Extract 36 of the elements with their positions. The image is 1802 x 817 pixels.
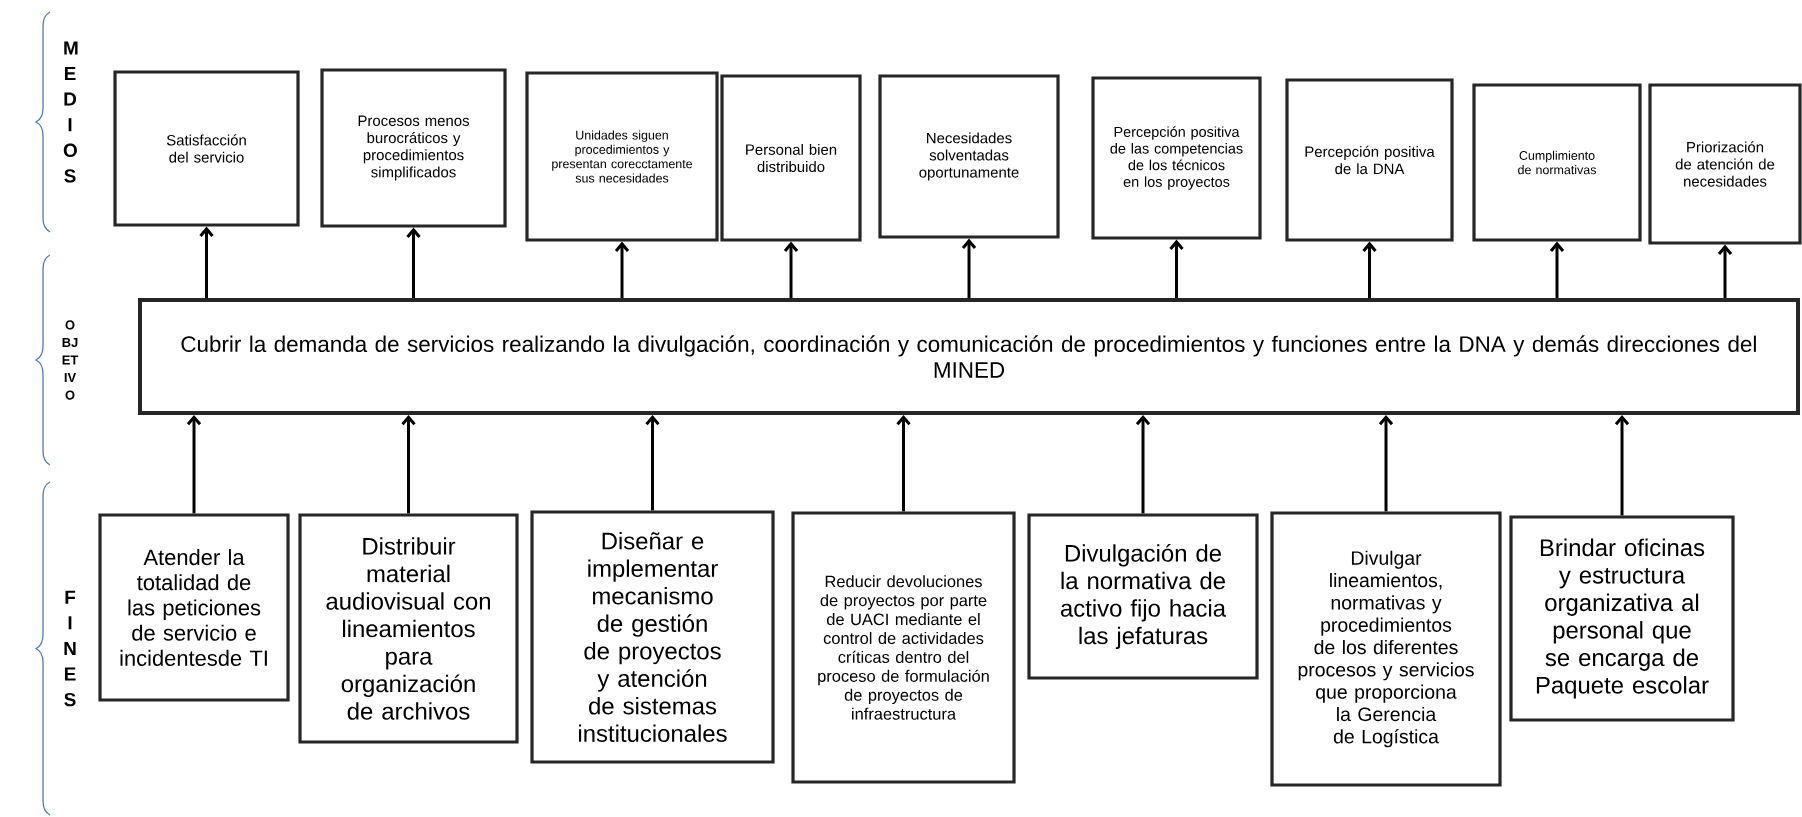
- text-box: Necesidades solventadas oportunamente: [878, 74, 1060, 239]
- arrow: [406, 227, 421, 298]
- section-label: F I N E S: [64, 590, 76, 707]
- text-box: Atender la totalidad de las peticiones de servicio e incidentesde TI: [98, 513, 290, 702]
- arrow: [645, 415, 660, 511]
- text-box: Distribuir material audiovisual con lineamientos para organización de archivos: [298, 513, 519, 744]
- text-box: Priorización de atención de necesidades: [1648, 83, 1802, 245]
- text-box: Cumplimiento de normativas: [1472, 83, 1642, 242]
- section-label: M E D I O S: [63, 41, 78, 183]
- text-box: Brindar oficinas y estructura organizativa al personal que se encarga de Paquete escolar: [1509, 515, 1735, 722]
- text-box: Reducir devoluciones de proyectos por parte de UACI mediante el control de actividades críticas dentro del proceso de formulación de proyectos de infraestructura: [791, 511, 1016, 784]
- arrow: [1549, 241, 1565, 298]
- text-box: Procesos menos burocráticos y procedimientos simplificados: [320, 68, 507, 228]
- arrow: [1135, 415, 1151, 514]
- text-box: Personal bien distribuido: [720, 74, 862, 242]
- text-box: Percepción positiva de la DNA: [1285, 78, 1454, 242]
- arrow: [1614, 415, 1630, 516]
- arrow: [783, 241, 799, 298]
- section-label: O BJ ET IV O: [62, 320, 79, 400]
- arrow: [1169, 239, 1184, 298]
- arrow: [186, 415, 202, 514]
- text-box: Percepción positiva de las competencias de los técnicos en los proyectos: [1091, 76, 1262, 240]
- goal-box: Cubrir la demanda de servicios realizando la divulgación, coordinación y comunicación de procedimientos y funciones entre la DNA y demás direcciones del MINED: [138, 298, 1800, 415]
- arrow: [961, 238, 977, 298]
- arrow: [896, 415, 911, 512]
- arrow: [1362, 241, 1377, 298]
- text-box: Unidades siguen procedimientos y presentan corecctamente sus necesidades: [525, 71, 719, 242]
- arrow: [401, 415, 416, 514]
- arrow: [1378, 415, 1394, 512]
- text-box: Satisfacción del servicio: [113, 70, 300, 227]
- arrow: [1717, 244, 1733, 298]
- text-box: Divulgación de la normativa de activo fijo hacia las jefaturas: [1027, 513, 1259, 680]
- arrow: [199, 226, 214, 298]
- text-box: Divulgar lineamientos, normativas y procedimientos de los diferentes procesos y servicios que proporciona la Gerencia de Logística: [1270, 511, 1502, 787]
- arrow: [614, 241, 630, 298]
- text-box: Diseñar e implementar mecanismo de gestión de proyectos y atención de sistemas institucionales: [530, 510, 775, 764]
